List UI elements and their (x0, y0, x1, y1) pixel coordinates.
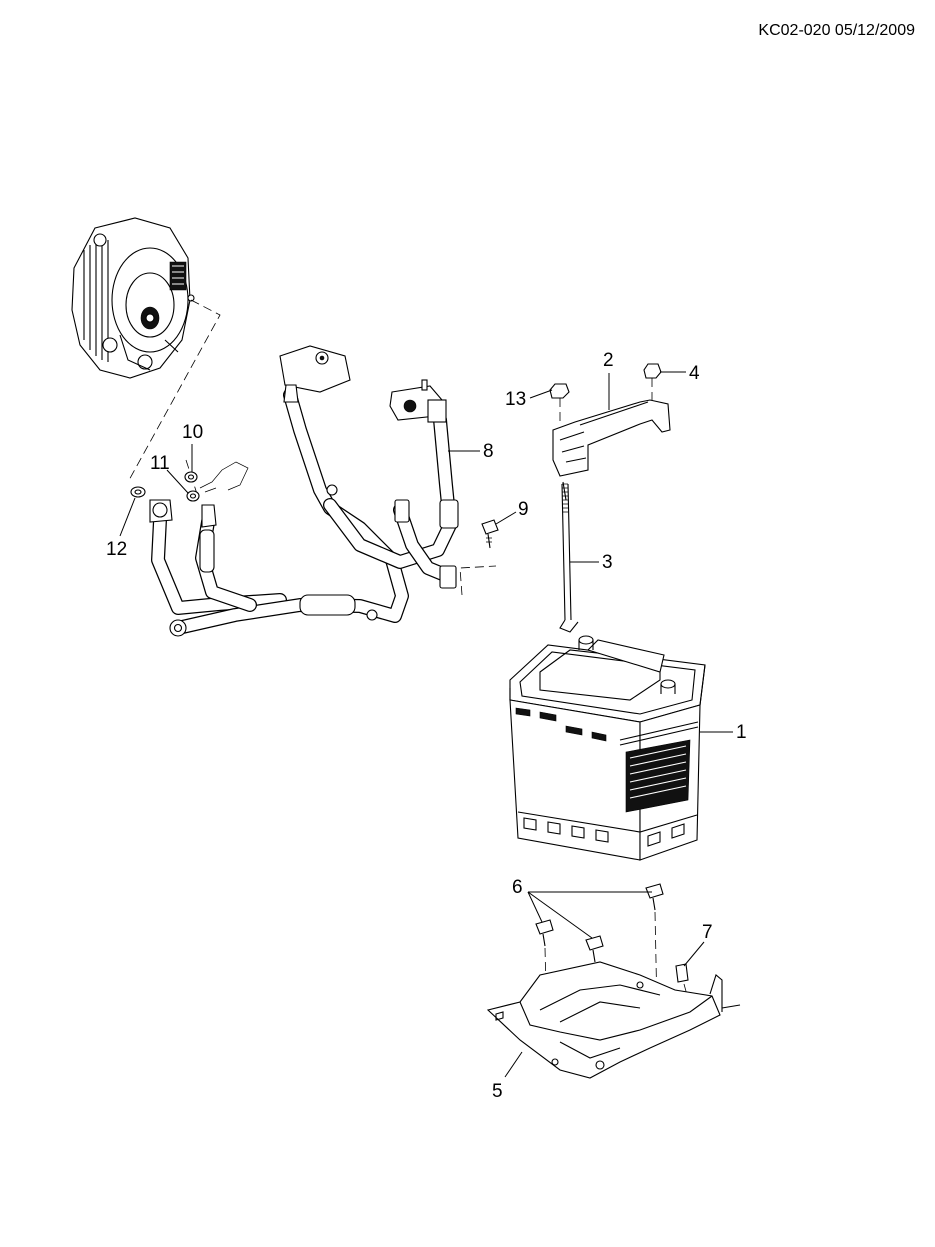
part-2-hold-down-bracket (552, 399, 671, 477)
terminal-stud-outline (199, 461, 249, 493)
callout-11: 11 (150, 453, 170, 474)
part-13-nut (549, 383, 570, 399)
part-6-bolt-a (535, 919, 554, 947)
part-11-washer (186, 490, 200, 502)
part-6-bolt-c (645, 883, 664, 911)
alternator-link-line (127, 299, 221, 483)
part-5-battery-tray (486, 961, 741, 1079)
bolt-9-link-line (459, 565, 497, 596)
cable-harness (149, 345, 459, 637)
diagram-code-date: KC02-020 05/12/2009 (758, 22, 915, 39)
callout-13: 13 (505, 389, 526, 410)
callout-7: 7 (702, 922, 713, 943)
callout-1: 1 (736, 722, 747, 743)
part-1-battery (509, 635, 706, 861)
part-7-clip (675, 963, 689, 983)
part-6-bolt-b (585, 935, 604, 963)
part-12-nut (130, 486, 146, 498)
alternator-illustration (71, 217, 195, 379)
callout-2: 2 (603, 350, 614, 371)
part-3-hold-down-rod (559, 481, 579, 633)
part-9-bolt (481, 519, 499, 549)
callout-10: 10 (182, 422, 203, 443)
callout-3: 3 (602, 552, 613, 573)
callout-6: 6 (512, 877, 523, 898)
part-4-nut (643, 363, 662, 379)
callout-9: 9 (518, 499, 529, 520)
callout-4: 4 (689, 363, 700, 384)
part-10-nut (184, 471, 198, 483)
callout-8: 8 (483, 441, 494, 462)
callout-5: 5 (492, 1081, 503, 1102)
callout-12: 12 (106, 539, 127, 560)
leader-lines (119, 371, 733, 1078)
bolt-6c-link-line (654, 911, 658, 1011)
